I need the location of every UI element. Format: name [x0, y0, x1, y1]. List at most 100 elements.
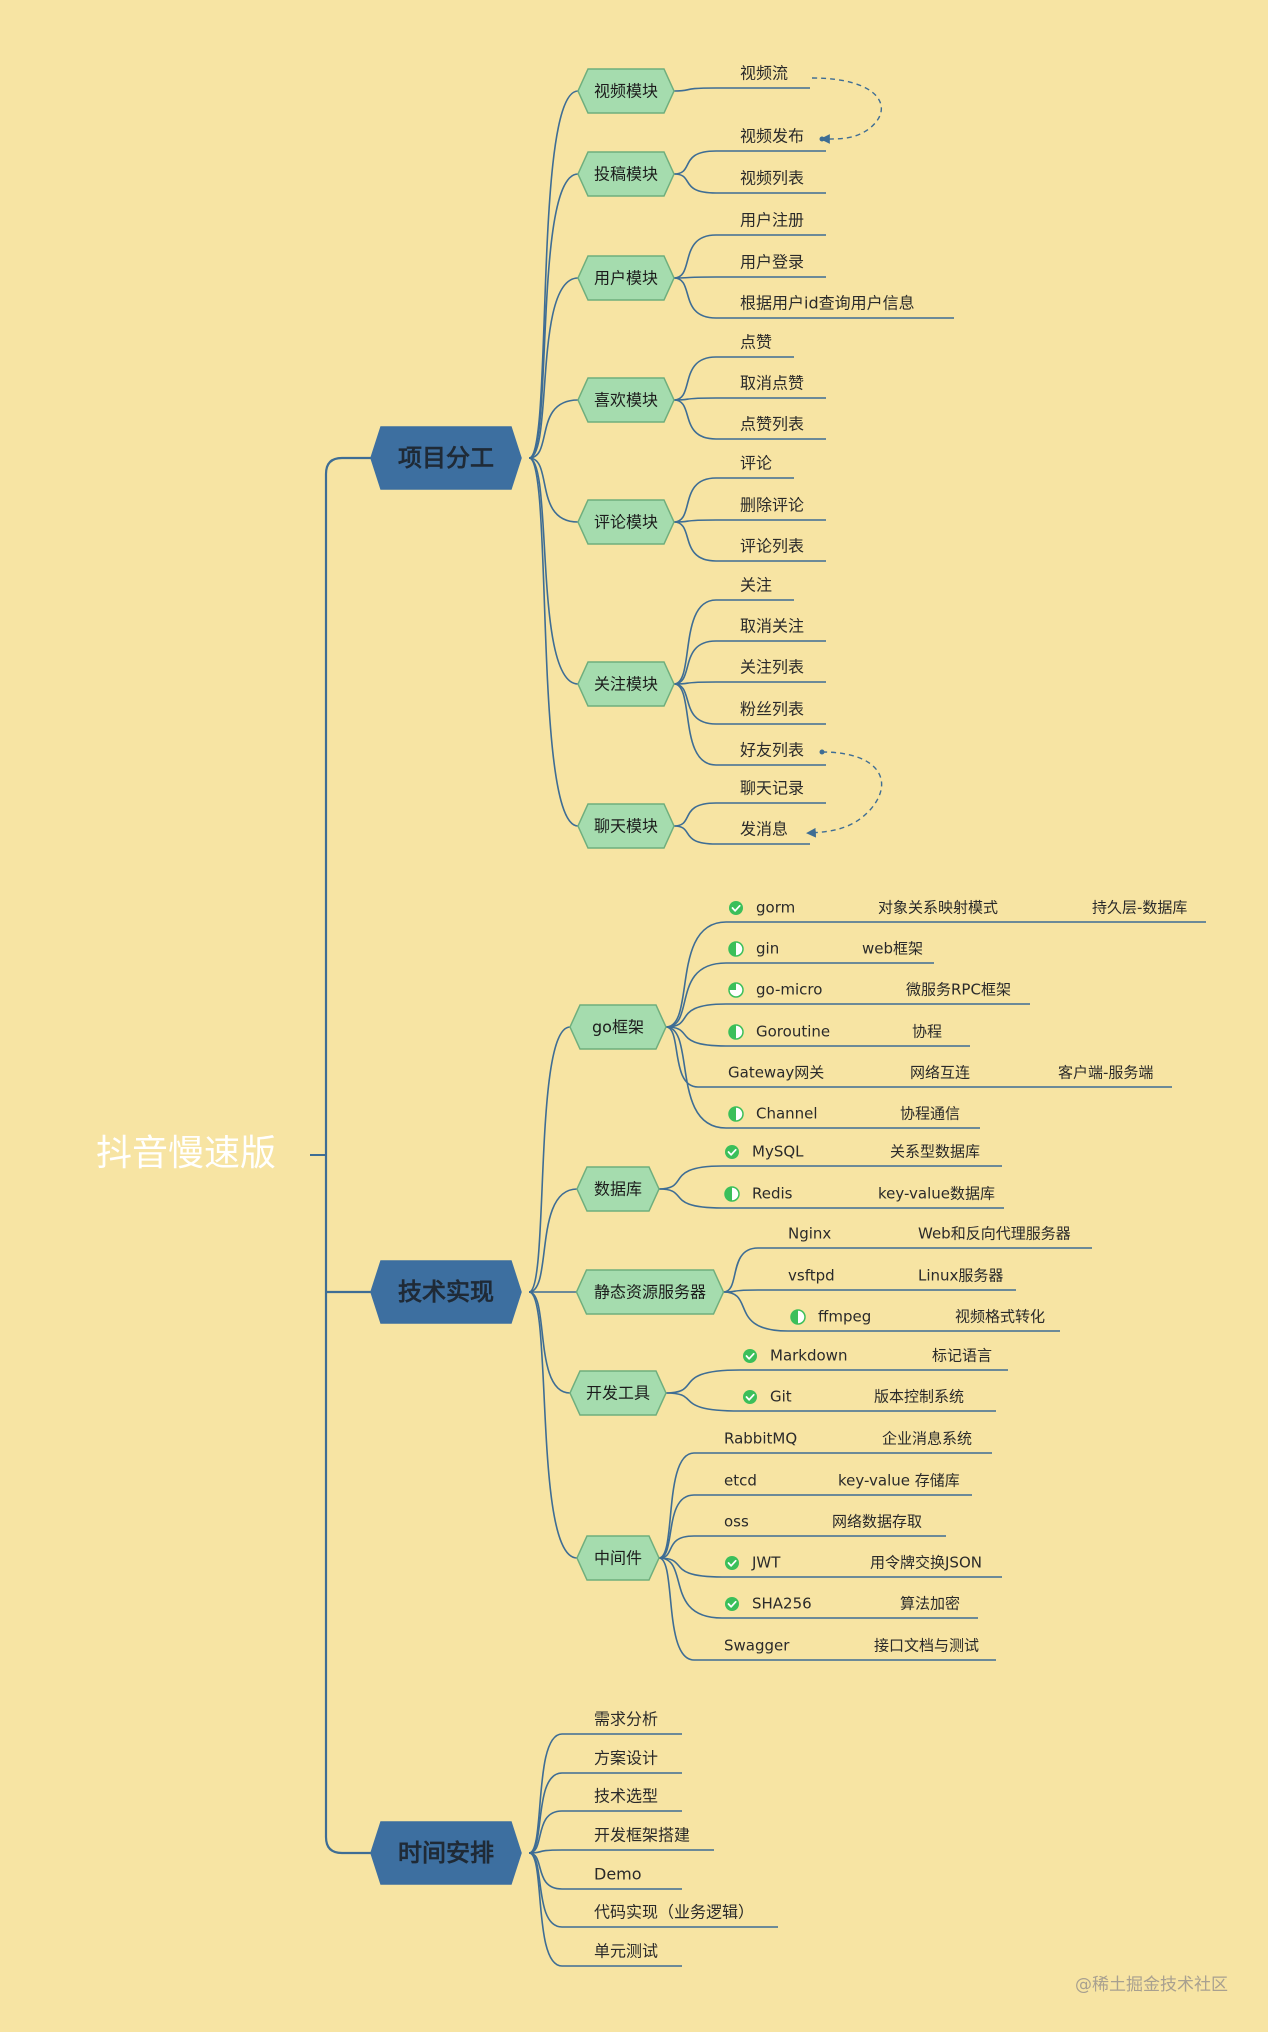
item-link	[673, 640, 717, 685]
item-label: 点赞	[740, 333, 772, 352]
item-col-0: SHA256	[752, 1595, 812, 1613]
relation-start-dot	[819, 749, 825, 755]
item-label: 好友列表	[740, 741, 804, 760]
schedule-item: 需求分析	[594, 1710, 658, 1729]
item-col-1: 关系型数据库	[890, 1143, 980, 1161]
item-label: 评论	[740, 454, 772, 473]
item-col-1: 用令牌交换JSON	[870, 1554, 982, 1572]
item-link	[673, 276, 717, 279]
item-link	[658, 1188, 723, 1209]
main-node[interactable]	[370, 1821, 522, 1885]
status-check-icon-mark	[727, 1148, 737, 1156]
module-label: 中间件	[594, 1549, 642, 1568]
module-label: 关注模块	[594, 675, 658, 694]
schedule-item: 单元测试	[594, 1942, 658, 1961]
item-link	[528, 1810, 563, 1854]
item-link	[658, 1557, 695, 1661]
module-node[interactable]	[577, 661, 675, 707]
module-link	[528, 399, 579, 459]
item-col-0: Channel	[756, 1105, 818, 1123]
module-node[interactable]	[576, 1535, 660, 1581]
item-link	[673, 519, 717, 523]
item-link	[673, 173, 717, 194]
item-link	[665, 1003, 727, 1028]
item-col-1: key-value 存储库	[838, 1472, 960, 1490]
module-node[interactable]	[577, 377, 675, 423]
item-col-0: go-micro	[756, 981, 822, 999]
item-link	[673, 681, 717, 685]
item-col-1: 网络数据存取	[832, 1513, 922, 1531]
item-label: 聊天记录	[740, 779, 804, 798]
module-label: 开发工具	[586, 1384, 650, 1403]
item-label: 用户注册	[740, 211, 804, 230]
module-link	[528, 90, 579, 459]
item-col-0: oss	[724, 1513, 749, 1531]
item-link	[673, 683, 717, 766]
item-label: 发消息	[740, 820, 788, 839]
item-link	[673, 150, 717, 175]
schedule-item: 代码实现（业务逻辑）	[594, 1903, 754, 1922]
item-col-0: Git	[770, 1388, 792, 1406]
main-node[interactable]	[370, 1260, 522, 1324]
status-half-icon-fill	[729, 942, 736, 956]
module-link	[528, 277, 579, 459]
module-link	[528, 457, 579, 685]
item-link	[658, 1557, 723, 1619]
module-label: 投稿模块	[594, 165, 658, 184]
status-check-icon-mark	[745, 1393, 755, 1401]
relation-arrow	[806, 751, 883, 838]
item-link	[673, 802, 717, 827]
trunk-line	[324, 456, 343, 1855]
module-node[interactable]	[577, 499, 675, 545]
module-label: 聊天模块	[594, 817, 658, 836]
item-link	[673, 87, 717, 92]
item-link	[673, 277, 717, 319]
status-quarter-icon-fill	[729, 983, 736, 990]
module-label: 视频模块	[594, 82, 658, 101]
item-link	[665, 1369, 741, 1394]
item-label: 用户登录	[740, 253, 804, 272]
item-label: 关注	[740, 576, 772, 595]
item-col-1: 视频格式转化	[955, 1308, 1045, 1326]
module-node[interactable]	[569, 1370, 667, 1416]
module-node[interactable]	[577, 151, 675, 197]
status-check-icon	[725, 1145, 739, 1159]
module-link	[528, 1188, 578, 1293]
status-check-icon	[729, 901, 743, 915]
status-half-icon-fill	[729, 1107, 736, 1121]
module-node[interactable]	[569, 1004, 667, 1050]
item-col-0: Redis	[752, 1185, 793, 1203]
status-check-icon-mark	[745, 1352, 755, 1360]
item-col-1: 接口文档与测试	[874, 1637, 979, 1655]
item-link	[723, 1291, 789, 1332]
module-node[interactable]	[575, 1269, 725, 1315]
status-check-icon-mark	[727, 1559, 737, 1567]
item-label: 取消点赞	[740, 374, 804, 393]
status-check-icon-mark	[727, 1600, 737, 1608]
item-link	[665, 1026, 727, 1129]
item-col-0: RabbitMQ	[724, 1430, 797, 1448]
schedule-item: 开发框架搭建	[594, 1826, 690, 1845]
status-check-icon-mark	[731, 904, 741, 912]
main-node[interactable]	[370, 426, 522, 490]
item-label: 删除评论	[740, 496, 804, 515]
item-label: 点赞列表	[740, 415, 804, 434]
module-node[interactable]	[577, 68, 675, 114]
item-link	[673, 521, 717, 562]
item-link	[658, 1494, 695, 1559]
item-col-0: Gateway网关	[728, 1064, 824, 1082]
schedule-item: 技术选型	[594, 1787, 658, 1806]
item-col-1: key-value数据库	[878, 1185, 995, 1203]
item-col-0: etcd	[724, 1472, 757, 1490]
module-node[interactable]	[576, 1166, 660, 1212]
item-col-1: 版本控制系统	[874, 1388, 964, 1406]
module-link	[528, 1291, 571, 1394]
module-label: 评论模块	[594, 513, 658, 532]
item-col-1: 对象关系映射模式	[878, 899, 998, 917]
item-link	[665, 1026, 699, 1088]
relation-start-dot	[819, 136, 825, 142]
item-link	[665, 921, 727, 1028]
module-node[interactable]	[577, 255, 675, 301]
schedule-item: 方案设计	[594, 1749, 658, 1768]
module-node[interactable]	[577, 803, 675, 849]
